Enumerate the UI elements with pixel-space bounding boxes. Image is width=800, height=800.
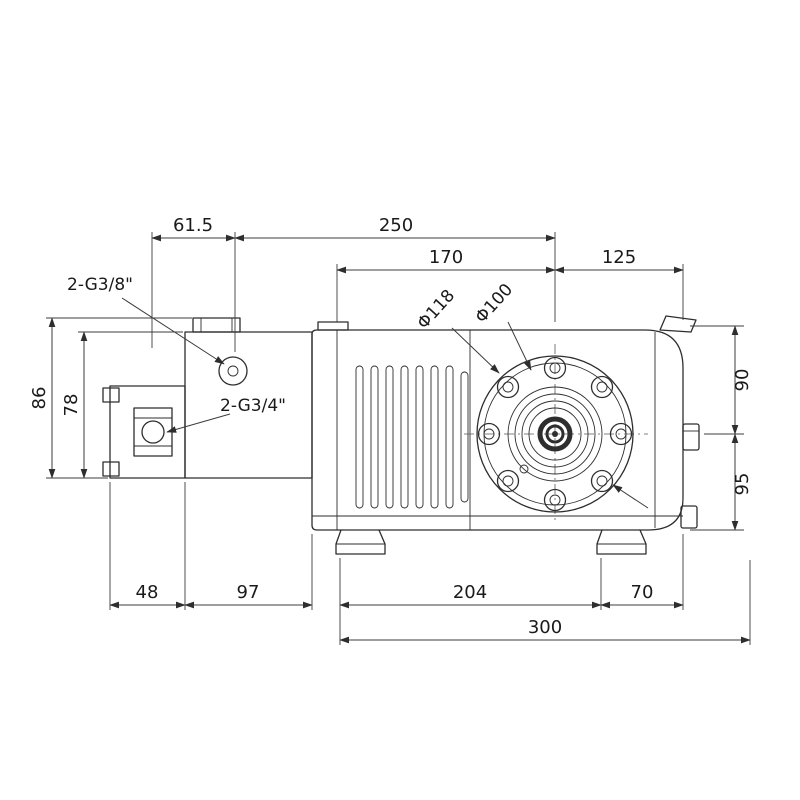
- hub-circle-1: [507, 386, 603, 482]
- cooling-slat: [460, 371, 469, 503]
- label-port-side: 2-G3/4": [220, 396, 286, 416]
- flange-bolt: [477, 422, 501, 446]
- hub-circle-4: [528, 407, 582, 461]
- bottom-bracket: [680, 505, 698, 529]
- shaft-collar: [537, 416, 573, 452]
- label-dia-outer: Φ118: [414, 286, 460, 333]
- leader-lines: [121, 297, 649, 509]
- cooling-slats: [355, 365, 469, 509]
- hub-circle-2: [514, 393, 596, 475]
- dim-text-90: 90: [732, 369, 753, 392]
- cooling-slat: [385, 365, 394, 509]
- dim-text-204: 204: [453, 582, 487, 603]
- small-screw: [519, 464, 529, 474]
- shaft-ring: [545, 424, 565, 444]
- label-dia-bolt: Φ100: [472, 280, 518, 327]
- cooling-slat: [370, 365, 379, 509]
- dim-text-250: 250: [379, 215, 413, 236]
- label-port-top: 2-G3/8": [67, 275, 133, 295]
- side-block-tab-bottom: [102, 461, 120, 477]
- flange-bolt: [543, 488, 567, 512]
- dim-text-70: 70: [631, 582, 654, 603]
- leader-bolt-circle-arrow: [612, 484, 649, 509]
- cooling-slat: [400, 365, 409, 509]
- latch-handle: [659, 315, 697, 333]
- hub-circle-3: [521, 400, 589, 468]
- dim-text-95: 95: [732, 473, 753, 496]
- flange-bolt: [496, 375, 520, 399]
- side-block-tab-top: [102, 387, 120, 403]
- dim-text-97: 97: [237, 582, 260, 603]
- dim-text-48: 48: [136, 582, 159, 603]
- flange-bolts: [477, 356, 633, 512]
- hex-fitting: [133, 407, 173, 457]
- cooling-slat: [415, 365, 424, 509]
- end-flange: [464, 344, 648, 524]
- housing-outline: [311, 329, 684, 531]
- dim-text-78: 78: [61, 394, 82, 417]
- dim-text-61-5: 61.5: [173, 215, 213, 236]
- flange-bolt: [590, 375, 614, 399]
- flange-outer-circle: [476, 355, 634, 513]
- flange-bolt: [609, 422, 633, 446]
- shaft-center: [552, 431, 558, 437]
- dim-text-170: 170: [429, 247, 463, 268]
- lifting-tab: [317, 321, 349, 331]
- side-block: [109, 385, 186, 479]
- foot-left: [335, 529, 386, 555]
- cooling-slat: [445, 365, 454, 509]
- flange-bolt: [543, 356, 567, 380]
- pump-body: [311, 315, 700, 555]
- callout-labels: 2-G3/8" 2-G3/4" Φ118 Φ100: [67, 275, 517, 416]
- leader-port-side: [166, 413, 231, 433]
- dimension-texts: 61.5 250 170 125 86 78 90 95 48 97 204 7…: [29, 215, 753, 638]
- mounting-feet: [335, 529, 647, 555]
- leader-port-top: [121, 297, 225, 365]
- dimension-lines: [48, 234, 751, 644]
- side-port-circle: [141, 420, 165, 444]
- dim-text-300: 300: [528, 617, 562, 638]
- leader-dia-100: [507, 321, 532, 371]
- top-port-hole: [227, 365, 239, 377]
- cooling-slat: [355, 365, 364, 509]
- port-cap: [192, 317, 241, 333]
- valve-block-assembly: [102, 317, 313, 479]
- cooling-slat: [430, 365, 439, 509]
- flange-bolt: [590, 469, 614, 493]
- dim-text-86: 86: [29, 387, 50, 410]
- top-port-circle: [218, 356, 248, 386]
- leader-dia-118: [451, 327, 500, 374]
- flange-bolt: [496, 469, 520, 493]
- foot-right: [596, 529, 647, 555]
- side-connector-box: [682, 423, 700, 451]
- dim-text-125: 125: [602, 247, 636, 268]
